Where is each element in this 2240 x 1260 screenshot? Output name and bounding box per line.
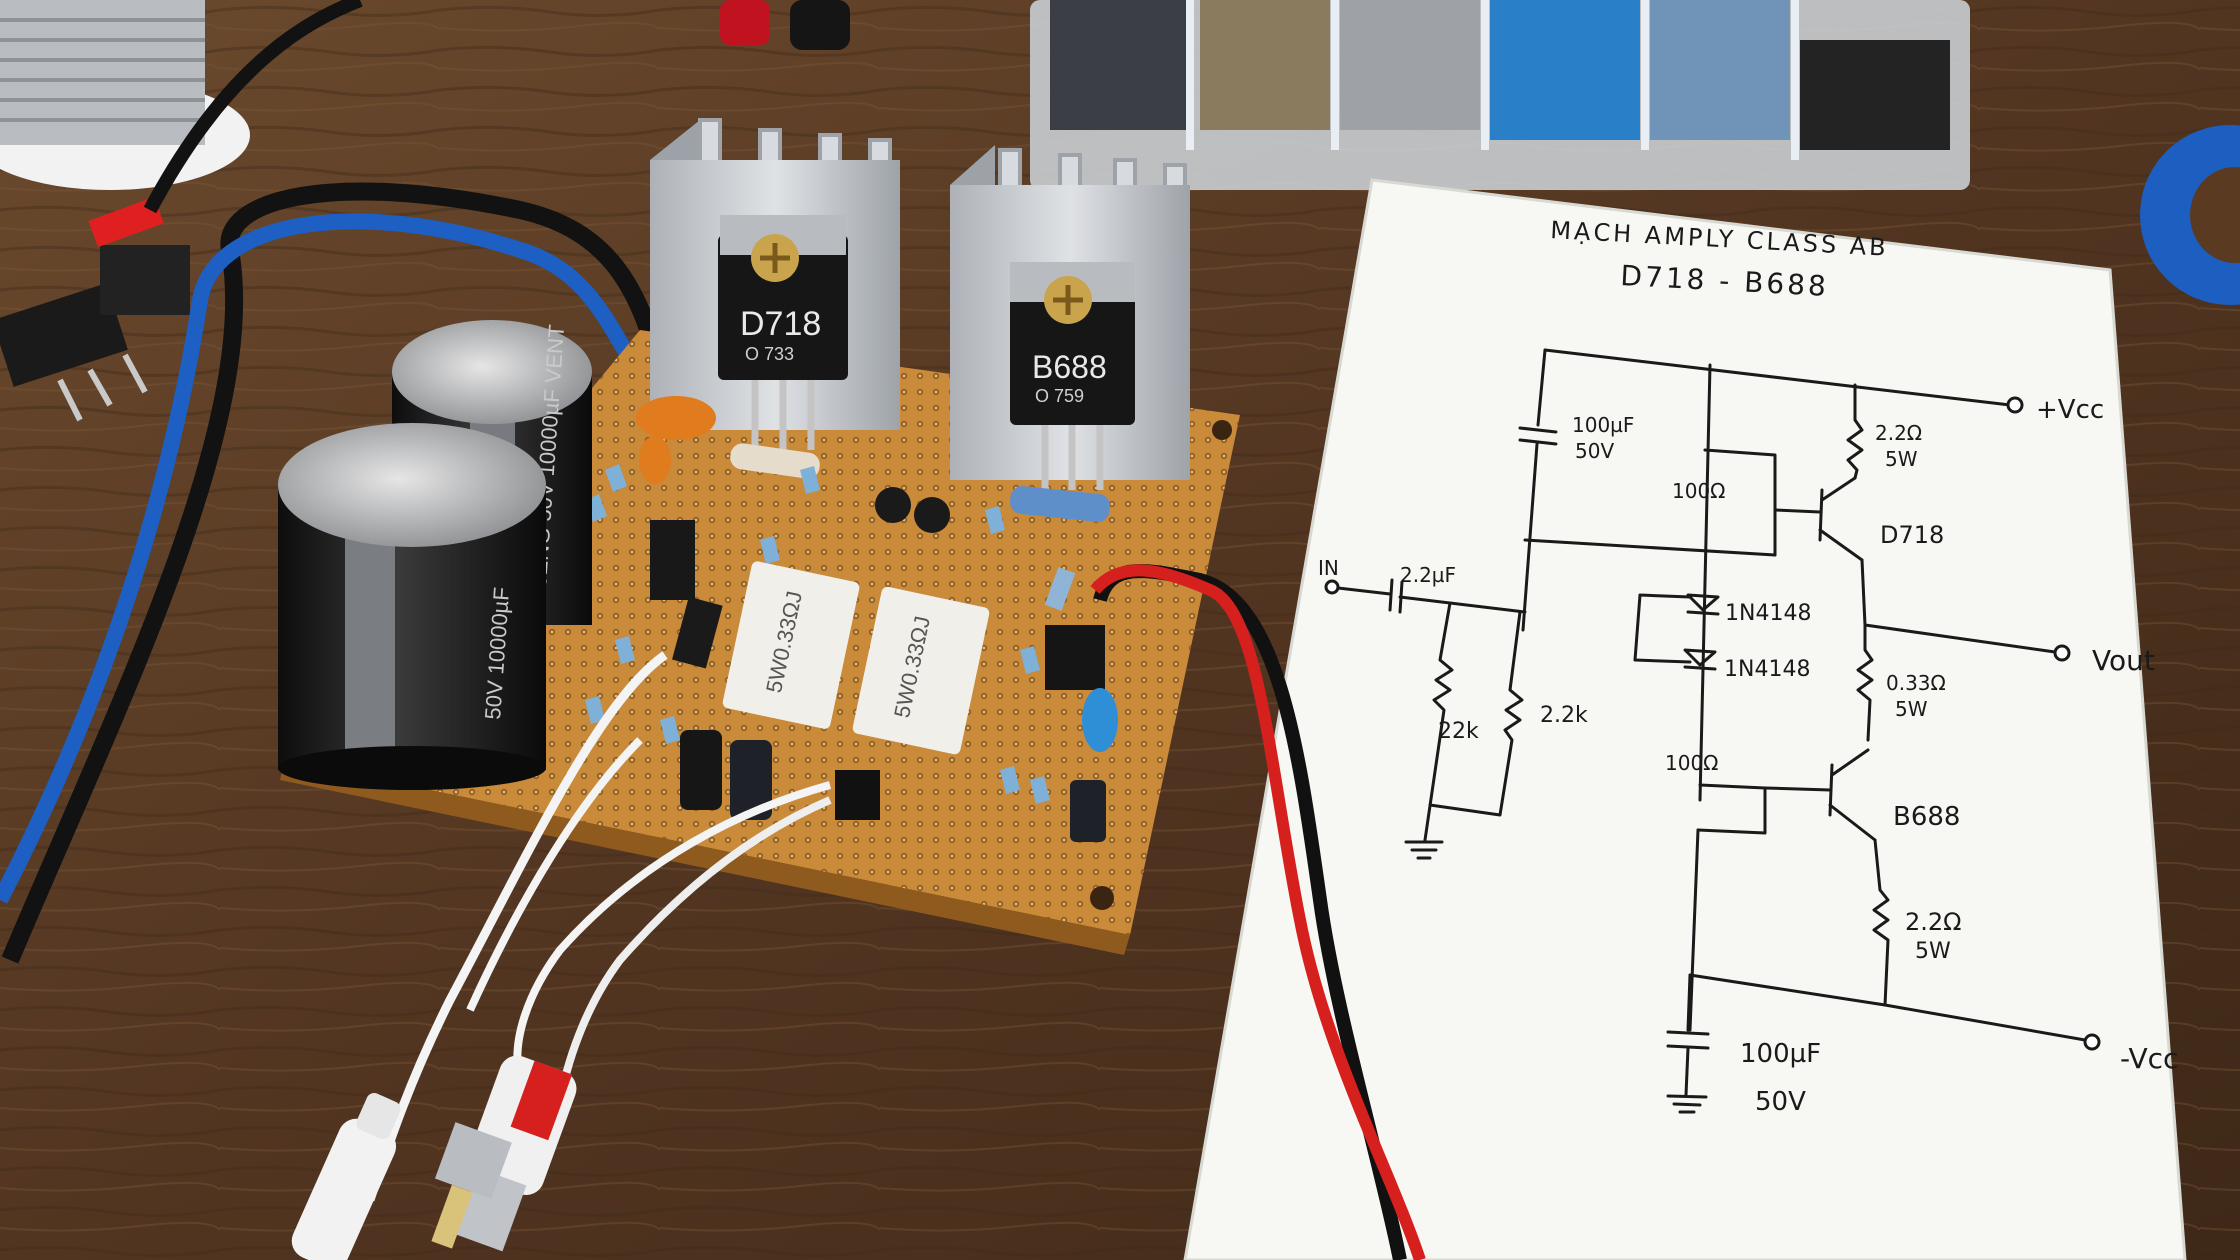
- white-signal-wire-1: [365, 651, 668, 1202]
- label-q-top: D718: [1880, 521, 1944, 549]
- label-r-out-w: 5W: [1895, 697, 1928, 721]
- label-r-top-bias: 100Ω: [1672, 479, 1725, 503]
- label-c-bot-voltage: 50V: [1755, 1087, 1806, 1117]
- label-c-top-value: 100µF: [1572, 413, 1634, 437]
- transistor-b688: B688 O 759: [1010, 262, 1135, 490]
- label-input: IN: [1318, 556, 1339, 580]
- white-signal-wire-2: [466, 737, 643, 1012]
- transistor-b688-code: O 759: [1035, 386, 1084, 406]
- banana-plugs: [720, 0, 850, 50]
- capacitor-left: 50V 10000µF: [278, 423, 546, 790]
- transistor-d718-code: O 733: [745, 344, 794, 364]
- small-components: [585, 396, 1118, 842]
- label-vcc-neg: -Vcc: [2120, 1042, 2178, 1075]
- label-r-emitter-bot-w: 5W: [1915, 939, 1951, 964]
- white-signal-wire-3: [513, 781, 832, 1081]
- blue-wire-coil: [2140, 125, 2240, 305]
- transistor-d718-label: D718: [740, 305, 821, 343]
- label-c-in: 2.2µF: [1400, 563, 1456, 587]
- rca-plug-metal: [431, 1122, 512, 1249]
- transistor-d718: D718 O 733: [718, 215, 848, 450]
- black-wire-left: [1, 182, 669, 964]
- label-q-bot: B688: [1893, 802, 1960, 832]
- label-vout: Vout: [2092, 644, 2155, 677]
- label-diode1: 1N4148: [1725, 601, 1811, 626]
- solder-spool: [0, 0, 250, 190]
- label-r-emitter-bot: 2.2Ω: [1905, 908, 1962, 936]
- power-resistor-2: 5W0.33ΩJ: [852, 586, 990, 755]
- loose-transistors: [0, 196, 190, 422]
- label-r-emitter-top-w: 5W: [1885, 447, 1918, 471]
- label-c-bot-value: 100µF: [1740, 1039, 1821, 1069]
- red-output-wire: [1090, 564, 1426, 1260]
- label-r-2k2: 2.2k: [1540, 703, 1588, 728]
- label-r-emitter-top: 2.2Ω: [1875, 421, 1922, 445]
- label-c-top-voltage: 50V: [1575, 439, 1614, 463]
- rca-plug-white: [291, 1093, 401, 1260]
- label-vcc-pos: +Vcc: [2036, 395, 2104, 425]
- schematic-paper: [1183, 178, 2187, 1260]
- label-r-22k: 22k: [1438, 719, 1479, 744]
- transistor-b688-label: B688: [1032, 349, 1107, 385]
- power-resistor-1: 5W0.33ΩJ: [722, 561, 860, 729]
- parts-organizer-box: [1030, 0, 1970, 190]
- label-r-out: 0.33Ω: [1886, 671, 1946, 695]
- label-r-bot-bias: 100Ω: [1665, 751, 1718, 775]
- label-diode2: 1N4148: [1724, 657, 1810, 682]
- blue-wire-left: [0, 213, 647, 904]
